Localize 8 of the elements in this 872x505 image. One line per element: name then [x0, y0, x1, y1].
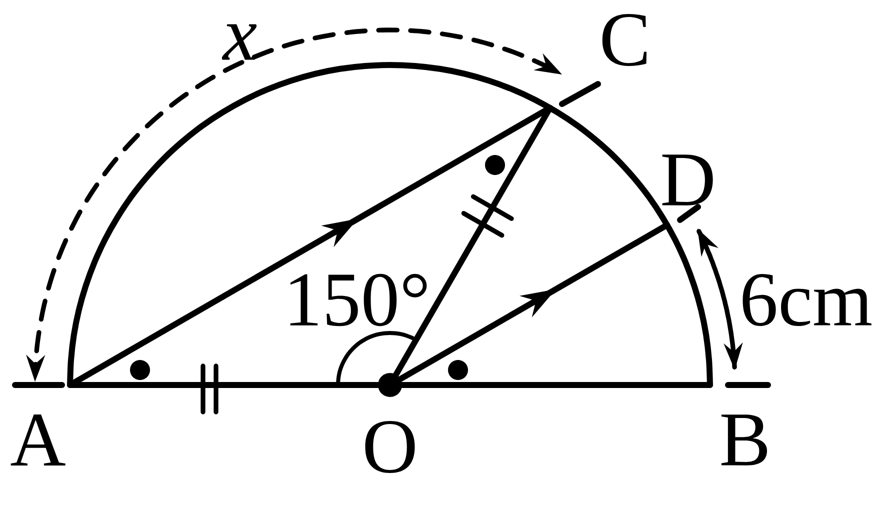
point-label: C — [602, 14, 647, 66]
measure-label: x — [222, 24, 257, 60]
point-label: B — [721, 414, 768, 466]
point-label: O — [365, 421, 415, 473]
measure-label: 6cm — [742, 274, 872, 326]
point-label: A — [10, 414, 66, 466]
angle-label: 150° — [290, 274, 427, 326]
point-label: D — [662, 154, 713, 206]
